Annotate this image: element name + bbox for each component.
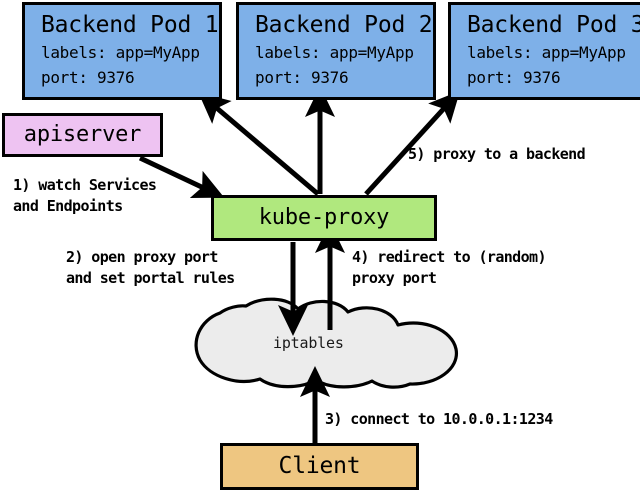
client-label: Client — [278, 453, 361, 479]
annotation-step-2: 2) open proxy port and set portal rules — [66, 247, 235, 289]
annotation-step-1: 1) watch Services and Endpoints — [13, 175, 157, 217]
client-box: Client — [220, 443, 419, 490]
arrow-kubeproxy-to-pod3 — [364, 90, 461, 196]
annotation-step-3: 3) connect to 10.0.0.1:1234 — [325, 410, 553, 428]
annotation-step-2-line-1: 2) open proxy port — [66, 248, 218, 266]
pod-1-port: port: 9376 — [41, 68, 135, 87]
iptables-label: iptables — [273, 334, 344, 352]
pod-2-port: port: 9376 — [255, 68, 349, 87]
pod-1-title: Backend Pod 1 — [41, 12, 219, 38]
annotation-step-1-line-2: and Endpoints — [13, 197, 123, 215]
apiserver-box: apiserver — [2, 113, 163, 157]
annotation-step-2-line-2: and set portal rules — [66, 269, 235, 287]
pod-2-labels: labels: app=MyApp — [255, 43, 414, 62]
pod-2-title: Backend Pod 2 — [255, 12, 433, 38]
kube-proxy-box: kube-proxy — [211, 195, 437, 241]
annotation-step-4-line-1: 4) redirect to (random) — [352, 248, 547, 266]
backend-pod-3-box: Backend Pod 3 labels: app=MyApp port: 93… — [448, 2, 640, 100]
backend-pod-2-box: Backend Pod 2 labels: app=MyApp port: 93… — [236, 2, 436, 100]
arrow-apiserver-to-kubeproxy — [138, 155, 225, 199]
annotation-step-4-line-2: proxy port — [352, 269, 437, 287]
pod-1-labels: labels: app=MyApp — [41, 43, 200, 62]
apiserver-label: apiserver — [23, 122, 142, 147]
backend-pod-1-box: Backend Pod 1 labels: app=MyApp port: 93… — [22, 2, 222, 100]
annotation-step-4: 4) redirect to (random) proxy port — [352, 247, 547, 289]
kube-proxy-label: kube-proxy — [258, 205, 390, 230]
pod-3-port: port: 9376 — [467, 68, 561, 87]
annotation-step-1-line-1: 1) watch Services — [13, 176, 157, 194]
pod-3-title: Backend Pod 3 — [467, 12, 640, 38]
annotation-step-5: 5) proxy to a backend — [408, 145, 586, 163]
arrow-kubeproxy-to-pod1 — [198, 92, 320, 196]
iptables-cloud — [194, 297, 458, 389]
pod-3-labels: labels: app=MyApp — [467, 43, 626, 62]
